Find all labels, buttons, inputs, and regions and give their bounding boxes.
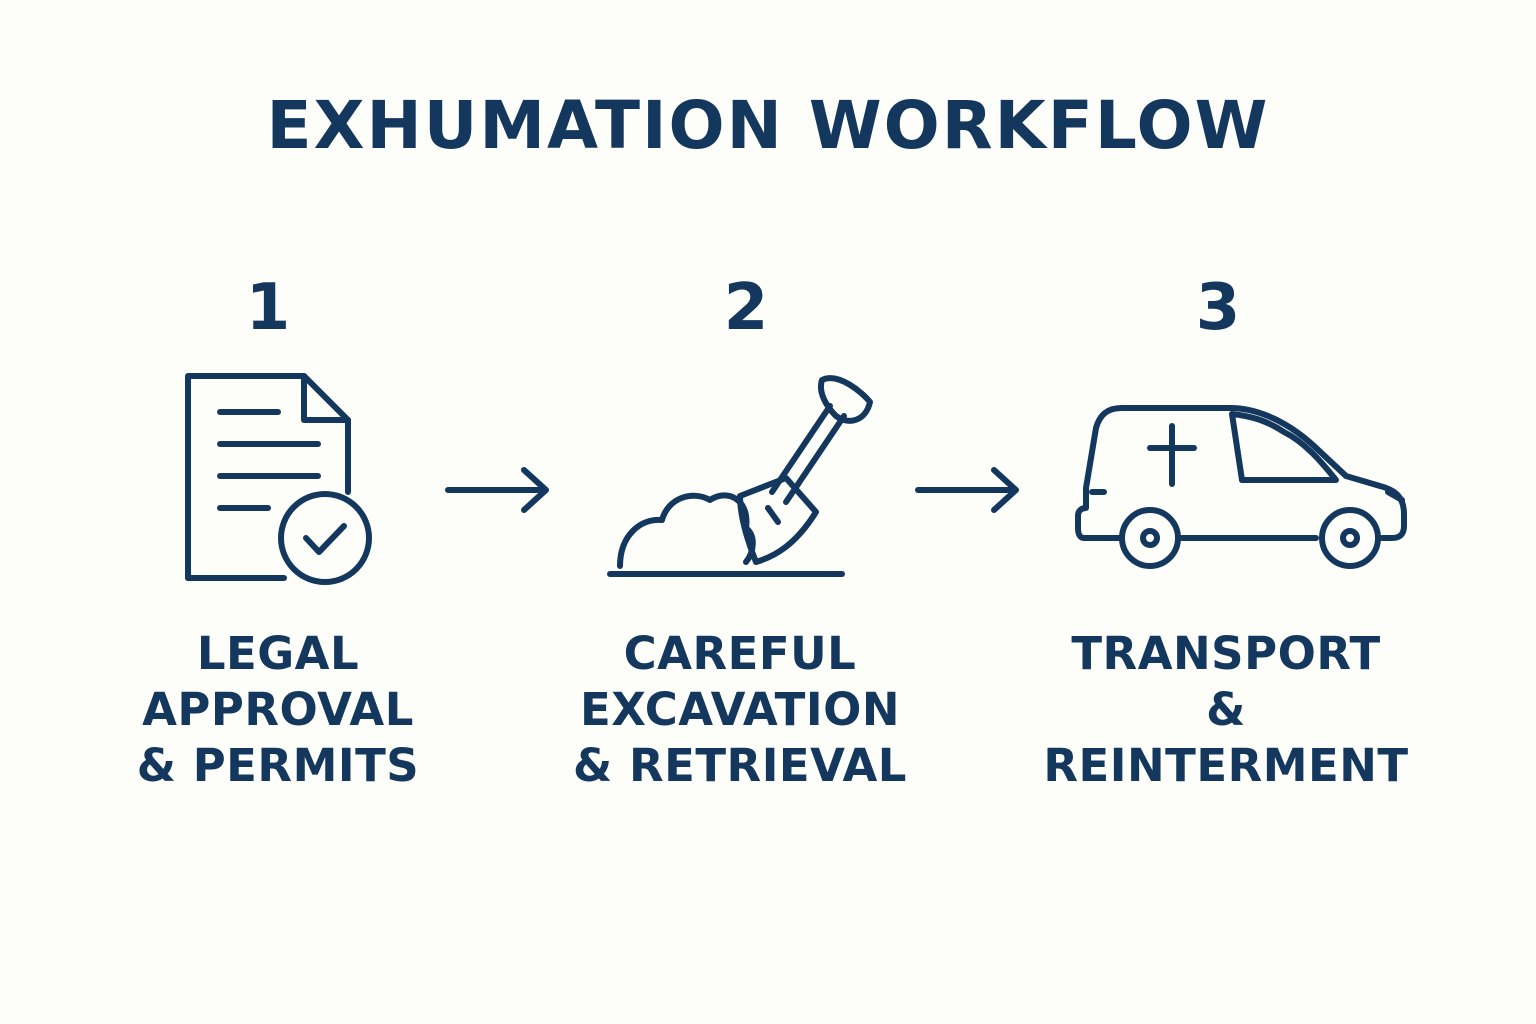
step-1-label-line: LEGAL [196, 627, 360, 680]
step-1-label-line: APPROVAL [142, 683, 414, 736]
step-3-label-line: & REINTERMENT [1043, 683, 1409, 792]
step-1-label-line: & PERMITS [136, 739, 420, 792]
step-2-number: 2 [723, 271, 769, 345]
step-2-label-line: EXCAVATION [579, 683, 901, 736]
diagram-title: EXHUMATION WORKFLOW [266, 87, 1270, 164]
shovel-icon [607, 375, 873, 577]
hearse-icon [1075, 405, 1407, 569]
document-check-icon [185, 373, 372, 585]
step-2-label-line: & RETRIEVAL [573, 739, 907, 792]
arrow-right-icon [445, 467, 549, 513]
step-3-label: TRANSPORT & REINTERMENT [1026, 626, 1426, 794]
step-3-label-line: TRANSPORT [1071, 627, 1381, 680]
step-2-label-line: CAREFUL [623, 627, 857, 680]
step-2-label: CAREFUL EXCAVATION & RETRIEVAL [540, 626, 940, 794]
step-1-label: LEGAL APPROVAL & PERMITS [78, 626, 478, 794]
step-1-number: 1 [245, 271, 291, 345]
step-3-number: 3 [1195, 271, 1241, 345]
arrow-right-icon [915, 467, 1019, 513]
